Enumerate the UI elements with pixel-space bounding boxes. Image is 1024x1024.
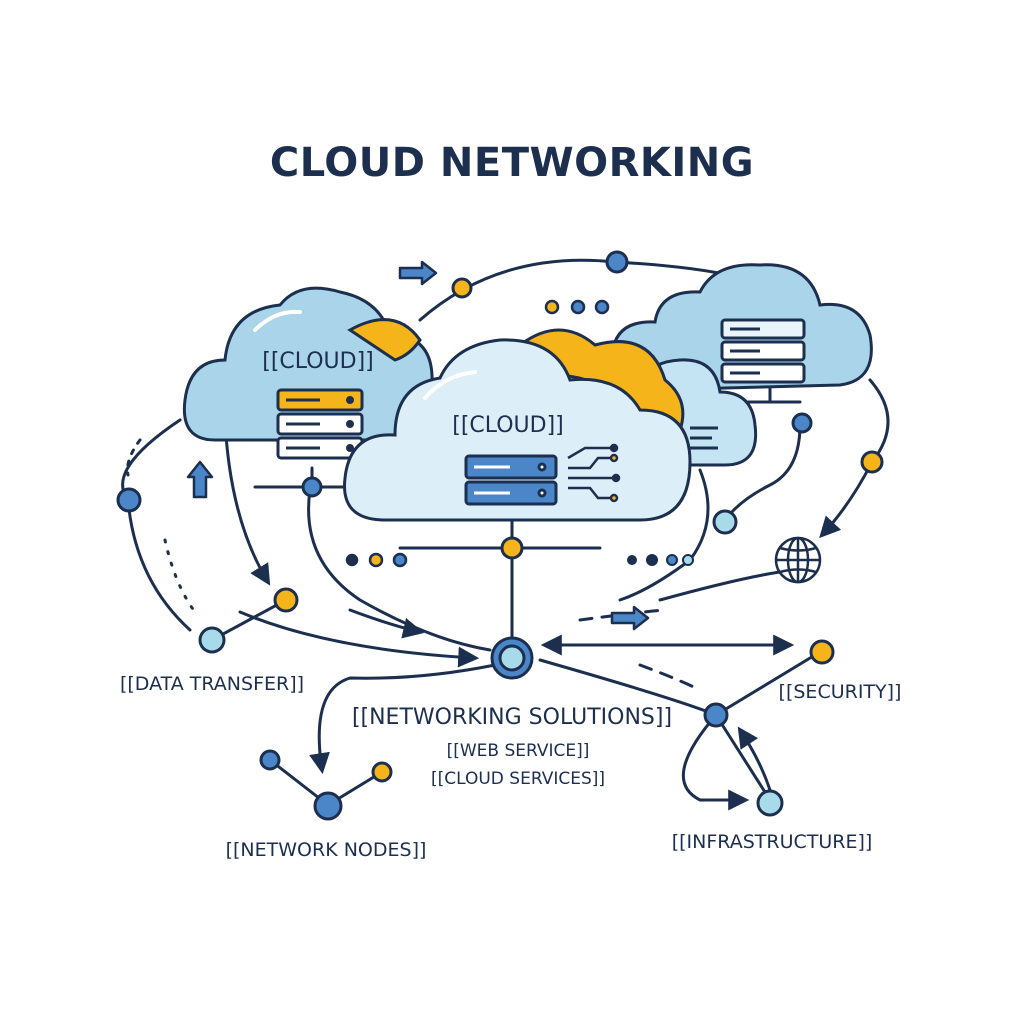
label-infrastructure: [[INFRASTRUCTURE]] bbox=[672, 831, 873, 853]
node-icon bbox=[712, 509, 738, 535]
node-icon bbox=[451, 277, 473, 299]
cloud-label: [[CLOUD]] bbox=[452, 413, 564, 438]
node-icon bbox=[860, 450, 884, 474]
arrow-icon bbox=[398, 260, 438, 286]
node-icon bbox=[313, 791, 343, 821]
node-icon bbox=[500, 536, 524, 560]
central-hub bbox=[490, 636, 534, 680]
server-icon bbox=[464, 454, 558, 506]
cloud-center: [[CLOUD]] bbox=[343, 328, 692, 522]
cloud-right bbox=[610, 263, 873, 392]
node-icon bbox=[371, 761, 393, 783]
cloud-label: [[CLOUD]] bbox=[262, 349, 374, 374]
label-networking-solutions: [[NETWORKING SOLUTIONS]] bbox=[352, 705, 672, 730]
arrow-icon bbox=[186, 460, 214, 499]
label-security: [[SECURITY]] bbox=[779, 681, 902, 703]
arrow-icon bbox=[610, 605, 650, 631]
node-icon bbox=[301, 476, 323, 498]
node-icon bbox=[198, 626, 226, 654]
node-icon bbox=[605, 250, 629, 274]
node-icon bbox=[809, 639, 835, 665]
node-icon bbox=[259, 749, 281, 771]
node-icon bbox=[791, 412, 813, 434]
globe-icon bbox=[774, 536, 822, 584]
node-icon bbox=[756, 789, 784, 817]
server-icon bbox=[720, 318, 806, 384]
dots-right bbox=[627, 554, 694, 566]
dots-top bbox=[544, 299, 610, 315]
server-icon bbox=[276, 388, 364, 460]
node-icon bbox=[703, 702, 729, 728]
label-web-service: [[WEB SERVICE]] bbox=[447, 741, 590, 761]
circuit-lines bbox=[567, 443, 621, 503]
label-data-transfer: [[DATA TRANSFER]] bbox=[120, 673, 304, 695]
dots-left bbox=[345, 552, 408, 568]
node-icon bbox=[273, 587, 299, 613]
label-network-nodes: [[NETWORK NODES]] bbox=[226, 839, 427, 861]
cloud-left: [[CLOUD]] bbox=[182, 286, 434, 460]
network-nodes bbox=[116, 250, 884, 821]
label-cloud-services: [[CLOUD SERVICES]] bbox=[431, 769, 605, 789]
node-icon bbox=[116, 487, 142, 513]
diagram-title: CLOUD NETWORKING bbox=[270, 140, 754, 186]
